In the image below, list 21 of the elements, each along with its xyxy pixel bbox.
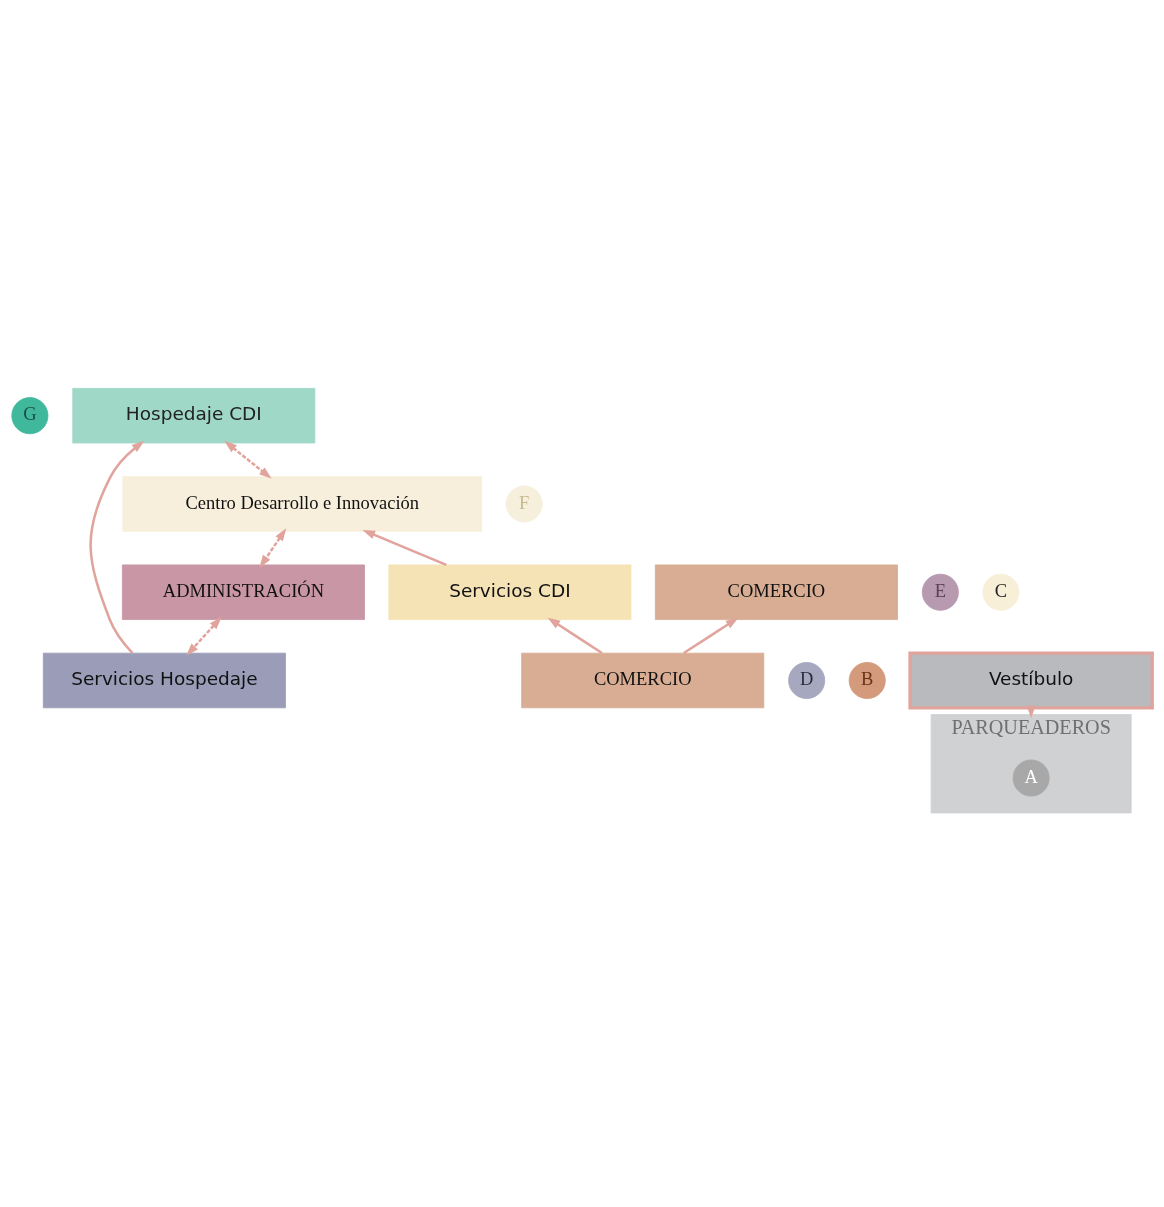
- node-box: Centro Desarrollo e Innovación: [122, 475, 483, 532]
- node-circle: E: [921, 573, 959, 611]
- arrow: [89, 440, 145, 654]
- node-box: Servicios Hospedaje: [42, 652, 286, 708]
- node-box: COMERCIO: [654, 564, 898, 620]
- node-circle: D: [788, 661, 826, 699]
- node-box: Servicios CDI: [388, 564, 632, 620]
- node-circle: F: [505, 484, 543, 522]
- arrow: [683, 617, 739, 654]
- arrow: [547, 617, 603, 654]
- arrow: [186, 616, 222, 656]
- arrow: [259, 527, 287, 568]
- node-box: Hospedaje CDI: [72, 387, 316, 443]
- node-circle: A: [1012, 759, 1050, 796]
- node-box: COMERCIO: [521, 652, 765, 708]
- node-box: ADMINISTRACIÓN: [121, 564, 365, 620]
- arrow: [362, 529, 447, 566]
- node-circle: B: [848, 661, 886, 699]
- node-circle: C: [982, 573, 1020, 611]
- arrow: [224, 440, 272, 479]
- node-circle: G: [11, 396, 49, 434]
